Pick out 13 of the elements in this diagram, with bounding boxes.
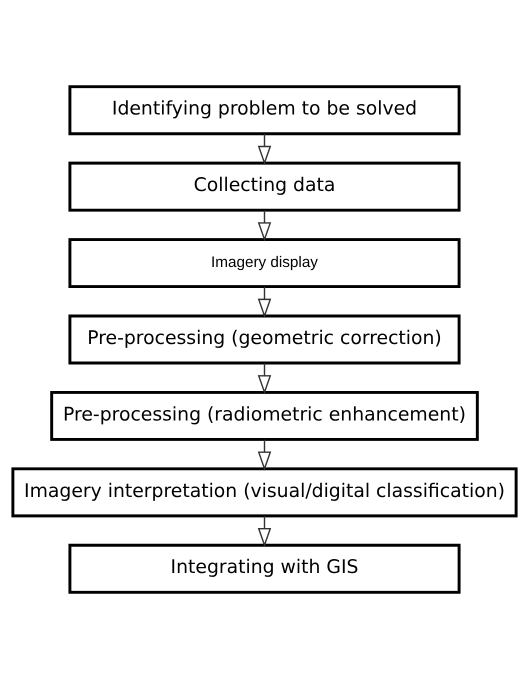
node-box: Imagery display (68, 238, 461, 288)
node-box: Pre-processing (geometric correction) (68, 314, 461, 364)
node-box: Pre-processing (radiometric enhancement) (50, 390, 479, 440)
node-box: Collecting data (68, 161, 461, 212)
arrow (258, 286, 272, 318)
node-box: Identifying problem to be solved (68, 84, 461, 135)
arrow (258, 210, 272, 242)
arrow (258, 362, 272, 394)
node-box: Integrating with GIS (68, 543, 461, 594)
arrow (258, 134, 272, 165)
arrow (258, 516, 272, 547)
node-box: Imagery interpretation (visual/digital classification) (11, 466, 518, 517)
arrow (258, 439, 272, 470)
